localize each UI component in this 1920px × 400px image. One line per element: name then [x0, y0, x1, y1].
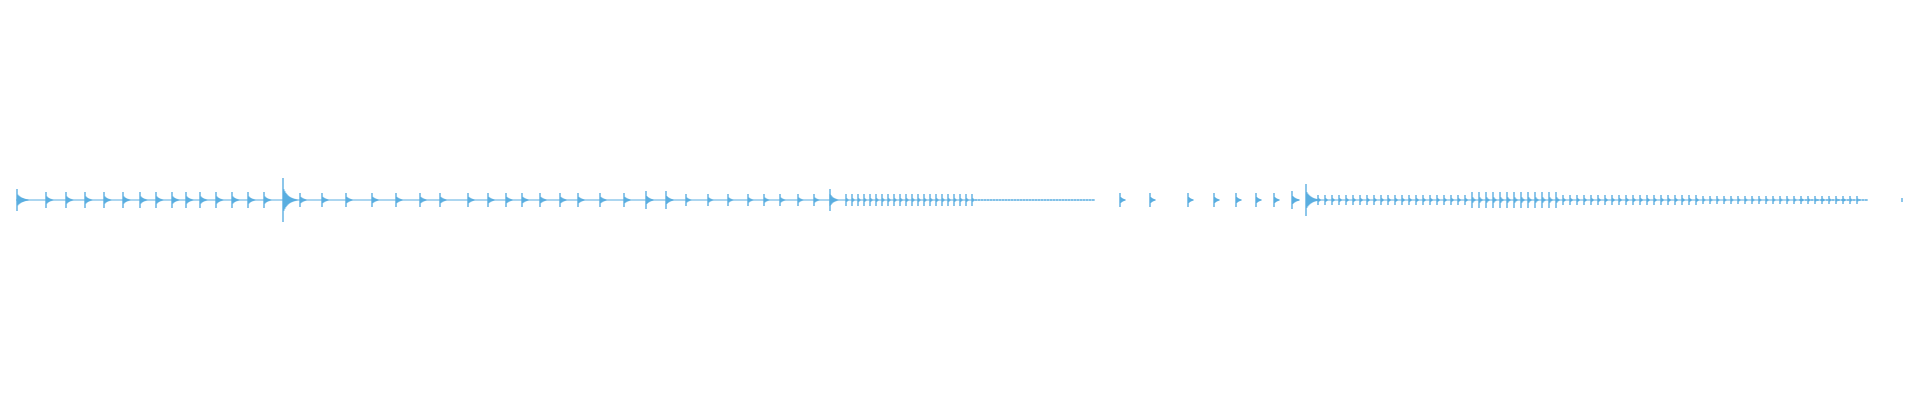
waveform-peaks: [16, 178, 1903, 222]
